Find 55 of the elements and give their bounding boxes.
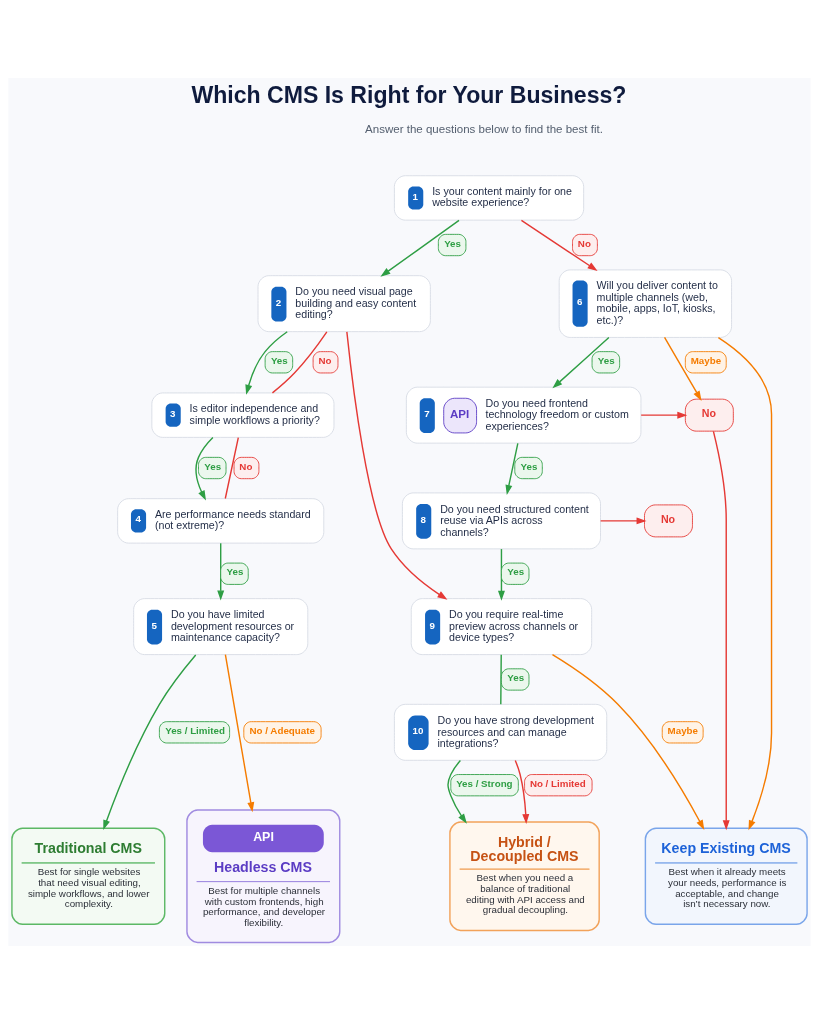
- node-box: API Headless CMS Best for multiple channels with custom frontends, high performance, and developer flexibility.: [186, 809, 341, 944]
- edge-label: No: [318, 354, 332, 366]
- node-box: 10 Do you have strong development resources and can manage integrations?: [393, 703, 608, 761]
- connector: [500, 654, 502, 705]
- arrow: [224, 654, 255, 813]
- edge-label: No: [239, 460, 253, 472]
- arrow: [447, 759, 467, 824]
- arrow: [663, 336, 702, 401]
- edge-label: Yes / Limited: [165, 724, 225, 736]
- node-box: 8 Do you need structured content reuse via APIs across channels?: [401, 492, 601, 550]
- edge-label: Yes: [444, 237, 461, 249]
- arrow: [245, 331, 288, 395]
- node-box: 1 Is your content mainly for one website experience?: [393, 175, 585, 221]
- edge-label: Maybe: [690, 354, 722, 366]
- node-box: No: [684, 398, 734, 432]
- edge-label: Yes: [507, 672, 525, 684]
- node-box: Traditional CMS Best for single websites that need visual editing, simple workflows, and lower complexity.: [11, 827, 166, 925]
- node-box: No: [644, 504, 693, 538]
- diagram-title: Which CMS Is Right for Your Business?: [191, 81, 627, 108]
- edge-label: Maybe: [667, 724, 698, 736]
- connector: [271, 331, 328, 394]
- edge-label: Yes: [270, 354, 288, 366]
- connector: [224, 436, 240, 500]
- arrow: [712, 430, 730, 831]
- edge-label: Yes: [520, 460, 538, 472]
- arrow: [195, 436, 214, 501]
- edge-label: No: [577, 237, 591, 249]
- node-box: 5 Do you have limited development resources or maintenance capacity?: [133, 598, 309, 656]
- arrow: [103, 654, 197, 830]
- edge-label: Yes: [507, 566, 525, 578]
- arrow: [217, 542, 225, 601]
- arrow: [505, 442, 519, 495]
- edge-label: Yes / Strong: [456, 777, 513, 789]
- edge-label: Yes: [226, 566, 244, 578]
- node-box: Keep Existing CMS Best when it already meets your needs, performance is acceptable, and change isn’t necessary now.: [644, 827, 808, 925]
- node-box: 2 Do you need visual page building and easy content editing?: [257, 275, 431, 333]
- edge-label: Yes: [597, 354, 615, 366]
- arrow: [717, 336, 773, 831]
- edge-label: No / Adequate: [249, 724, 315, 736]
- edge-label: No / Limited: [529, 777, 586, 789]
- node-box: 7 API Do you need frontend technology freedom or custom experiences?: [405, 386, 642, 444]
- node-box: Hybrid / Decoupled CMS Best when you need a balance of traditional editing with API access and gradual decoupling.: [449, 821, 600, 932]
- arrow: [640, 411, 688, 419]
- node-box: 3 Is editor independence and simple workflows a priority?: [151, 392, 335, 438]
- arrow: [346, 331, 448, 600]
- node-box: 9 Do you require real-time preview across channels or device types?: [410, 598, 593, 656]
- arrow: [514, 759, 530, 825]
- arrow: [599, 517, 647, 525]
- arrow: [380, 219, 460, 277]
- node-box: 4 Are performance needs standard (not extreme)?: [117, 498, 325, 544]
- edge-label: Yes: [204, 460, 222, 472]
- arrow: [497, 548, 505, 601]
- label: Answer the questions below to find the best fit.: [365, 123, 603, 136]
- arrow: [552, 336, 610, 389]
- node-box: 6 Will you deliver content to multiple channels (web, mobile, apps, IoT, kiosks, etc.)?: [558, 269, 732, 338]
